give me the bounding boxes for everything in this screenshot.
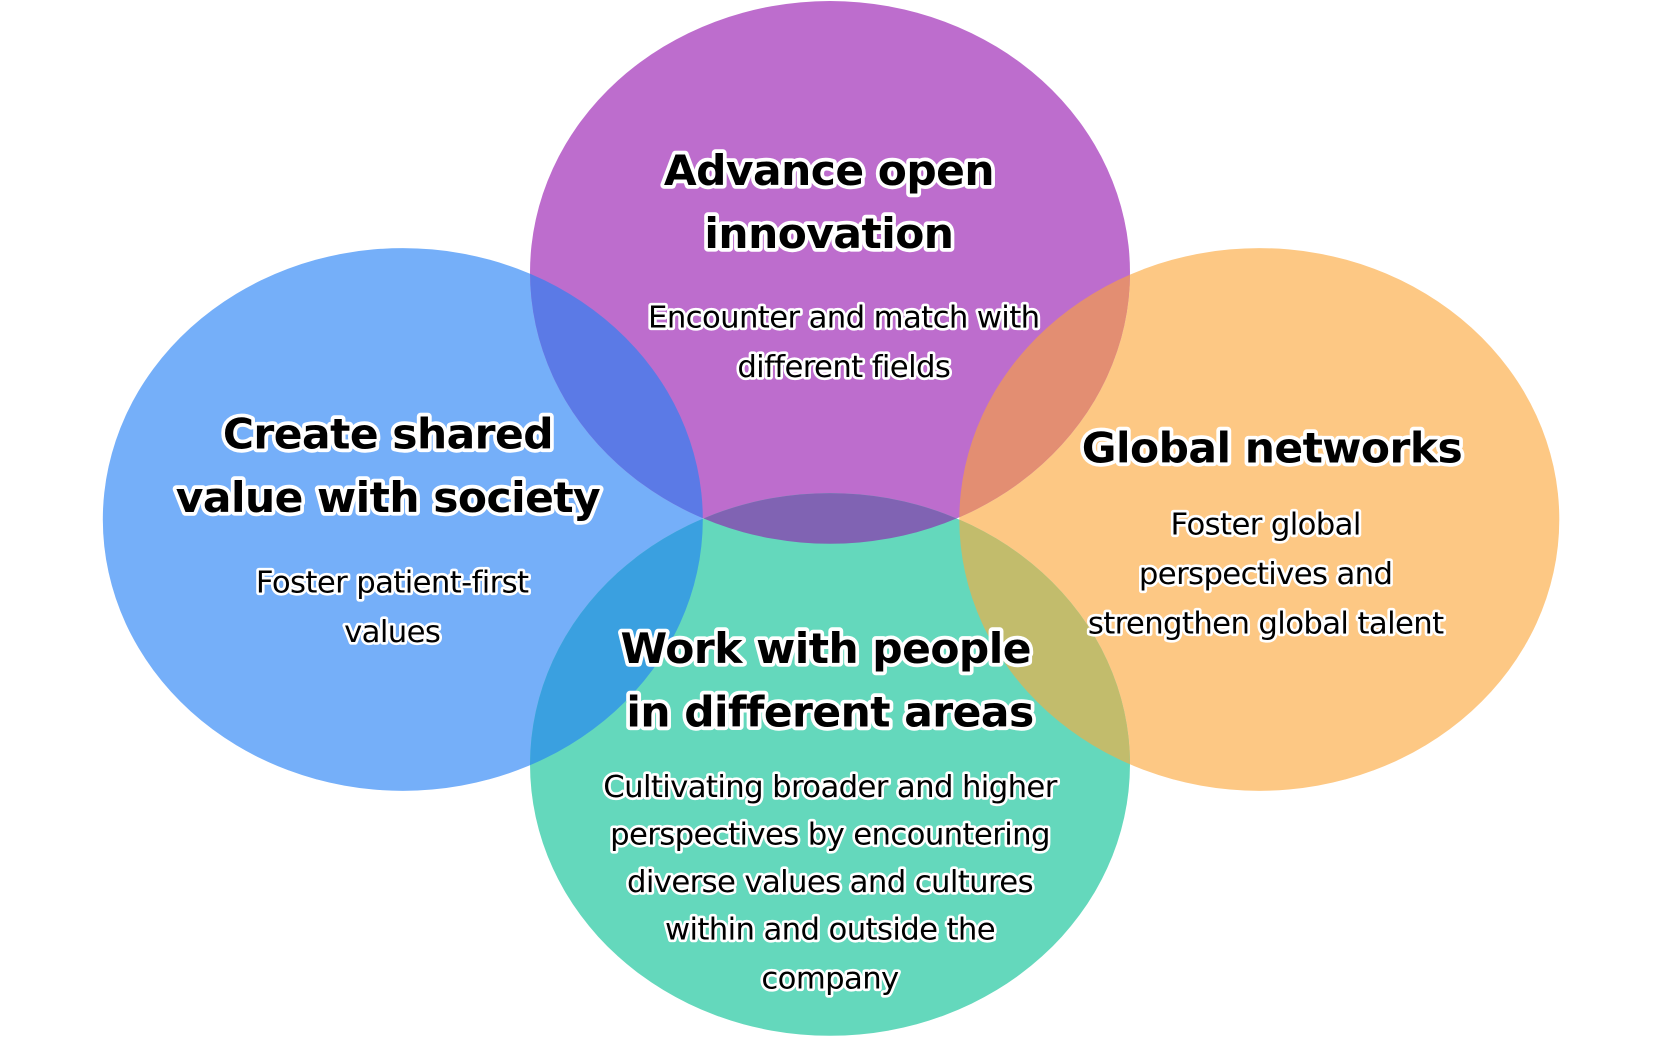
right-desc-line-1: Foster global xyxy=(1171,507,1361,542)
bottom-desc-line-3: diverse values and cultures xyxy=(627,865,1033,900)
circle-top-label: Advance open innovation Encounter and ma… xyxy=(645,142,1042,387)
left-desc-line-1: Foster patient-first xyxy=(256,565,529,600)
bottom-title-line-1: Work with people xyxy=(621,624,1031,673)
circle-right-label: Global networks Foster global perspectiv… xyxy=(1078,420,1466,644)
circle-top-purple xyxy=(530,1,1130,544)
top-desc-line-2: different fields xyxy=(737,350,950,385)
left-title-line-1: Create shared xyxy=(223,410,553,459)
bottom-desc-line-5: company xyxy=(761,961,899,996)
bottom-desc-line-2: perspectives by encountering xyxy=(610,818,1050,853)
circle-bottom-label: Work with people in different areas Cult… xyxy=(601,620,1061,998)
bottom-desc-line-4: within and outside the xyxy=(665,913,995,948)
top-title-line-2: innovation xyxy=(704,209,953,258)
bottom-title-line-2: in different areas xyxy=(626,687,1033,736)
top-title-line-1: Advance open xyxy=(664,146,994,195)
bottom-desc-line-1: Cultivating broader and higher xyxy=(603,770,1057,805)
right-desc-line-2: perspectives and xyxy=(1139,557,1392,592)
circle-bottom-green xyxy=(530,493,1130,1036)
circle-right-orange xyxy=(959,248,1560,791)
left-desc-line-2: values xyxy=(344,615,440,650)
right-desc-line-3: strengthen global talent xyxy=(1088,607,1444,642)
top-desc-line-1: Encounter and match with xyxy=(648,300,1039,335)
right-title-line-1: Global networks xyxy=(1082,424,1462,473)
circle-left-label: Create shared value with society Foster … xyxy=(172,406,604,652)
circle-left-blue xyxy=(102,248,703,791)
left-title-line-2: value with society xyxy=(176,473,600,522)
